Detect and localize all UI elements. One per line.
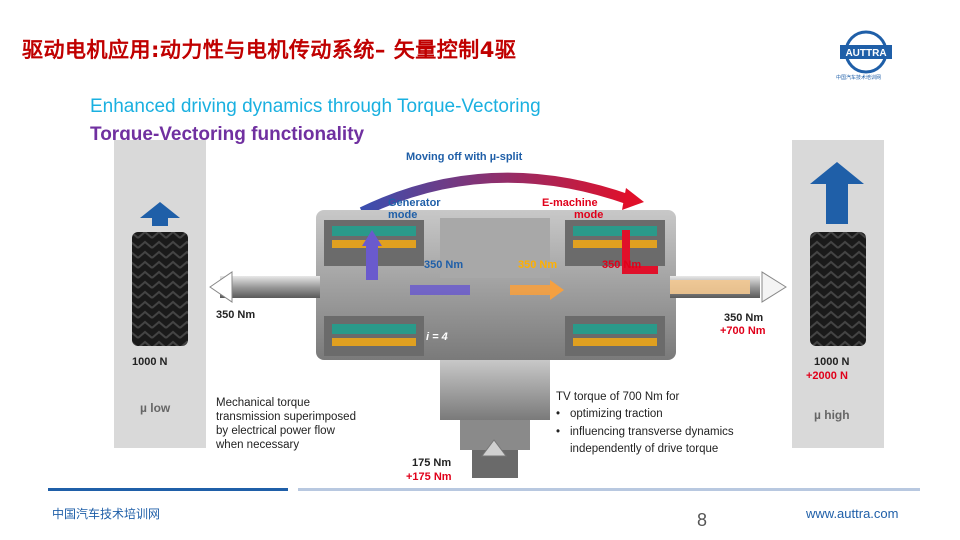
generator-mode-line-2: mode [388, 209, 417, 221]
svg-text:•: • [556, 408, 560, 420]
gearbox-assembly [316, 210, 676, 478]
diagram-header: Moving off with µ-split [406, 151, 523, 163]
right-note-heading: TV torque of 700 Nm for [556, 391, 680, 403]
left-force-arrow-icon [140, 202, 180, 226]
left-note: Mechanical torque transmission superimpo… [215, 397, 356, 451]
logo-caption: 中国汽车技术培训网 [836, 75, 882, 81]
right-wheel-panel: 1000 N +2000 N µ high [792, 140, 884, 448]
right-tire-icon [810, 232, 866, 346]
input-torque-arrow-icon [481, 439, 507, 457]
left-note-line-2: transmission superimposed [216, 411, 356, 423]
right-surface-label: µ high [814, 408, 850, 422]
right-axle-arrow-icon [761, 271, 787, 303]
left-axle-arrow-icon [209, 271, 233, 303]
right-wheel-force-added: +2000 N [806, 370, 848, 382]
left-note-line-1: Mechanical torque [216, 397, 310, 409]
inner-torque-blue: 350 Nm [424, 259, 463, 271]
torque-vectoring-diagram: 1000 N µ low 1000 N +2000 N µ high Movin… [114, 140, 884, 483]
inner-torque-right: 350 Nm [602, 259, 641, 271]
input-torque: 175 Nm [412, 457, 451, 469]
page-number: 8 [697, 510, 708, 530]
right-note-bullet-2-line-2: independently of drive torque [570, 443, 718, 455]
input-torque-added: +175 Nm [406, 471, 452, 483]
emachine-flow-arrow-icon [622, 230, 658, 274]
right-axle-torque: 350 Nm [724, 312, 763, 324]
gear-ratio: i = 4 [426, 331, 448, 343]
footer-site-name: 中国汽车技术培训网 [52, 507, 161, 521]
right-force-arrow-icon [810, 162, 864, 224]
slide-title: 驱动电机应用:动力性与电机传动系统– 矢量控制4驱 [22, 38, 517, 62]
generator-mode-line-1: Generator [388, 197, 441, 209]
left-note-line-3: by electrical power flow [216, 425, 336, 437]
right-note-bullet-2-line-1: influencing transverse dynamics [570, 426, 734, 438]
left-wheel-force: 1000 N [132, 356, 168, 368]
footer-divider [48, 488, 920, 491]
inner-torque-orange: 350 Nm [518, 259, 557, 271]
auttra-logo: AUTTRA [840, 30, 892, 74]
left-tire-icon [132, 232, 188, 346]
emachine-mode-line-1: E-machine [542, 197, 598, 209]
left-axle-torque: 350 Nm [216, 309, 255, 321]
emachine-mode-line-2: mode [574, 209, 603, 221]
power-flow-arrow-icon [359, 172, 632, 217]
logo-text: AUTTRA [845, 48, 886, 59]
subtitle-line-2: Torque-Vectoring functionality [90, 124, 365, 145]
right-wheel-force: 1000 N [814, 356, 850, 368]
right-note-bullet-1: optimizing traction [570, 408, 663, 420]
svg-text:•: • [556, 426, 560, 438]
footer-url[interactable]: www.auttra.com [806, 506, 899, 521]
right-note: TV torque of 700 Nm for • optimizing tra… [556, 391, 734, 455]
subtitle-line-1: Enhanced driving dynamics through Torque… [90, 96, 541, 117]
left-wheel-panel: 1000 N µ low [114, 140, 206, 448]
right-axle-torque-added: +700 Nm [720, 325, 766, 337]
left-note-line-4: when necessary [215, 439, 299, 451]
left-surface-label: µ low [140, 401, 171, 415]
